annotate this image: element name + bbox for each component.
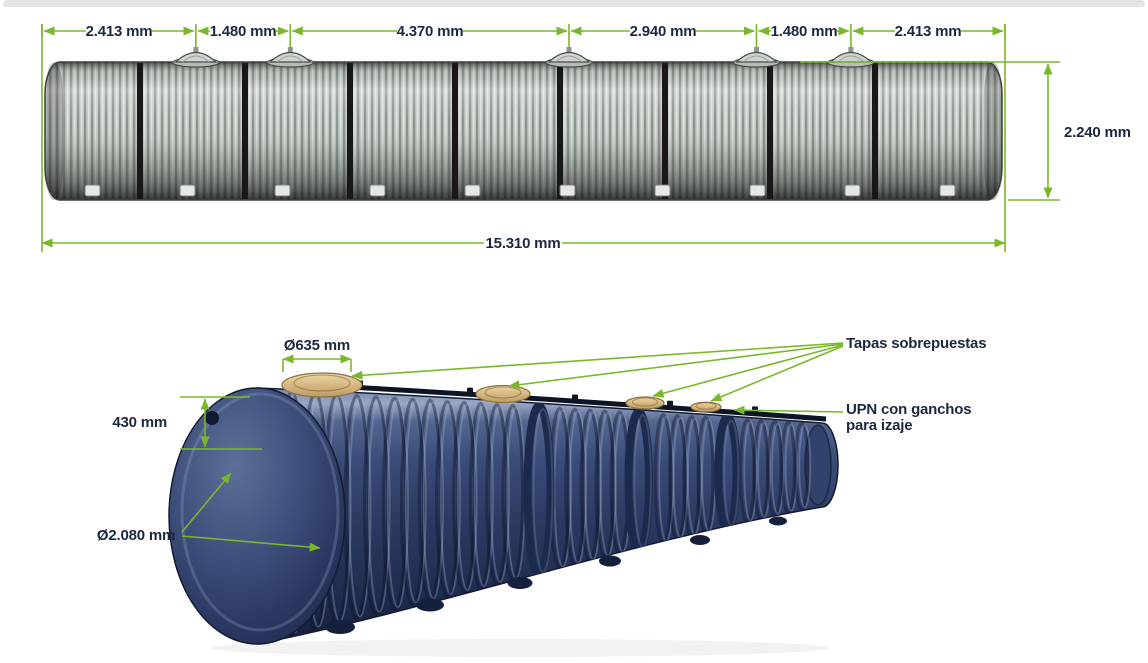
perspective-diagram: Ø635 mm Tapas sobrepuestas UPN con ganch… <box>97 335 987 657</box>
label-mask <box>630 23 696 39</box>
section-joint-bands <box>137 63 878 199</box>
label-mask <box>397 23 463 39</box>
leader-line <box>351 342 844 380</box>
height-dimension: 2.240 mm <box>800 61 1131 201</box>
label-mask <box>210 23 276 39</box>
segment-dim-label-2: 1.480 mm <box>210 23 277 40</box>
upn-callout: UPN con ganchos para izaje <box>733 401 972 434</box>
top-height-dimension: 430 mm <box>112 396 262 450</box>
manhole-lid-4 <box>690 401 722 413</box>
elevation-diagram: 2.413 mm 1.480 mm 4.370 mm 2.940 mm 1.48… <box>41 23 1131 252</box>
total-length-dimension: 15.310 mm <box>41 235 1006 252</box>
lid-diameter-dimension: Ø635 mm <box>282 337 352 372</box>
bottom-anchor-tabs <box>84 184 956 197</box>
front-cap-highlight <box>180 392 340 632</box>
tank-shadow <box>210 639 830 657</box>
leader-line <box>181 535 321 552</box>
front-end-cap <box>168 387 346 645</box>
label-mask <box>484 235 562 251</box>
label-mask <box>86 23 152 39</box>
leader-line <box>733 405 844 415</box>
support-feet <box>325 516 787 634</box>
total-length-label: 15.310 mm <box>486 235 561 252</box>
segment-dim-label-4: 2.940 mm <box>630 23 697 40</box>
segment-dimension-labels: 2.413 mm 1.480 mm 4.370 mm 2.940 mm 1.48… <box>86 23 962 40</box>
height-dim-label: 2.240 mm <box>1064 124 1131 141</box>
label-mask <box>895 23 961 39</box>
tank-diameter-label: Ø2.080 mm <box>97 527 175 544</box>
manhole-lid-1 <box>281 372 363 398</box>
tank-outline <box>44 61 1003 201</box>
riser-height-label: 430 mm <box>112 414 167 431</box>
lids-label: Tapas sobrepuestas <box>846 335 986 352</box>
inlet-port <box>205 411 219 425</box>
left-end-cap <box>45 62 63 200</box>
upn-label-line2: para izaje <box>846 417 912 434</box>
manhole-lid-2 <box>475 384 531 404</box>
lids-callout: Tapas sobrepuestas <box>351 335 987 402</box>
segment-dimensions: 2.413 mm 1.480 mm 4.370 mm 2.940 mm 1.48… <box>41 23 1006 252</box>
leader-line <box>181 472 232 533</box>
segment-dim-label-3: 4.370 mm <box>397 23 464 40</box>
segment-dim-label-5: 1.480 mm <box>771 23 838 40</box>
tank-diameter-dimension: Ø2.080 mm <box>97 472 321 552</box>
manhole-lids <box>281 372 722 413</box>
segment-dim-label-1: 2.413 mm <box>86 23 153 40</box>
upn-label-line1: UPN con ganchos <box>846 401 971 418</box>
leader-line <box>508 343 844 390</box>
manhole-lid-3-ring <box>632 397 658 407</box>
right-end-cap <box>984 62 1002 200</box>
manhole-lid-2-ring <box>484 386 522 399</box>
segment-dim-label-6: 2.413 mm <box>895 23 962 40</box>
leader-line <box>652 344 844 398</box>
manhole-lid-3 <box>625 396 665 410</box>
tank-elevation-drawing <box>44 47 1003 201</box>
lid-diameter-label: Ø635 mm <box>284 337 350 354</box>
rear-end-cap <box>804 424 832 506</box>
manhole-lid-4-ring <box>695 402 717 410</box>
label-mask <box>771 23 837 39</box>
manhole-lid-1-ring <box>293 374 351 392</box>
tank-3d-drawing <box>168 372 839 657</box>
card-top-border <box>3 0 1145 7</box>
tank-body-shading <box>45 62 1002 200</box>
leader-line <box>710 345 844 402</box>
